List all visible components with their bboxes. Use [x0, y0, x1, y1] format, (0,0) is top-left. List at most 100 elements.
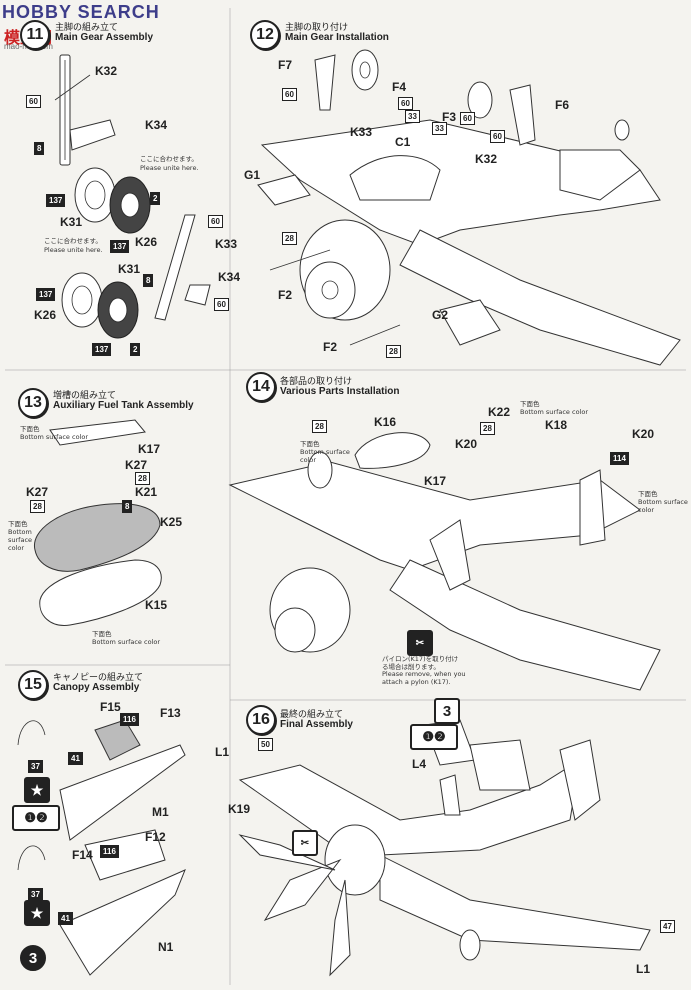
gear-leg-upper [54, 54, 116, 166]
part-label-c1: C1 [395, 135, 411, 149]
paint-code-60: 60 [26, 95, 41, 108]
bottom-color-jp: 下面色 [92, 630, 112, 638]
step-11-number: 11 [20, 20, 50, 50]
paint-code-60: 60 [398, 97, 413, 110]
wheel-f6 [467, 81, 630, 146]
part-label-k33: K33 [350, 125, 373, 139]
bottom-color-jp: 下面色 [520, 400, 540, 408]
paint-code-116: 116 [120, 713, 139, 726]
symbol-3: 3 [434, 698, 460, 724]
bottom-color-en: Bottom surface color [92, 638, 161, 646]
cut-instruction-icon: ✂ [292, 830, 318, 856]
step-14-title-en: Various Parts Installation [280, 386, 400, 397]
bottom-color-en: Bottom surface color [638, 498, 688, 514]
align-note-en: Please unite here. [44, 246, 103, 254]
paint-code-8: 8 [34, 142, 45, 155]
paint-code-28: 28 [480, 422, 495, 435]
align-note-jp: ここに合わせます。 [44, 237, 102, 245]
part-label-g1: G1 [244, 168, 261, 182]
part-label-f3: F3 [442, 110, 457, 124]
bottom-color-jp: 下面色 [8, 520, 28, 528]
bottom-color-jp: 下面色 [20, 425, 40, 433]
gear-leg-lower [154, 214, 211, 321]
step-14-title-jp: 各部品の取り付け [280, 377, 353, 387]
part-label-k31: K31 [60, 215, 83, 229]
step-14-number: 14 [246, 372, 276, 402]
watermark-brand: HOBBY SEARCH [2, 2, 160, 22]
part-label-k32: K32 [95, 64, 118, 78]
part-label-k25: K25 [160, 515, 183, 529]
part-label-k26: K26 [34, 308, 57, 322]
part-label-k17: K17 [138, 442, 161, 456]
paint-code-137: 137 [36, 288, 56, 301]
paint-code-116: 116 [100, 845, 119, 858]
part-label-k21: K21 [135, 485, 158, 499]
star-marking-icon: ★ [24, 900, 50, 926]
paint-code-137: 137 [110, 240, 130, 253]
canopy-parts [17, 719, 186, 976]
part-label-f2: F2 [323, 340, 338, 354]
part-label-k16: K16 [374, 415, 397, 429]
part-label-k27: K27 [26, 485, 49, 499]
paint-code-60: 60 [208, 215, 223, 228]
paint-code-2: 2 [150, 192, 161, 205]
paint-code-137: 137 [92, 343, 112, 356]
part-label-f7: F7 [278, 58, 293, 72]
part-label-k19: K19 [228, 802, 251, 816]
part-label-f6: F6 [555, 98, 570, 112]
paint-code-28: 28 [135, 472, 150, 485]
paint-code-33: 33 [405, 110, 420, 123]
paint-code-41: 41 [68, 752, 83, 765]
paint-code-33: 33 [432, 122, 447, 135]
part-label-f15: F15 [100, 700, 121, 714]
aircraft-step14 [228, 432, 661, 691]
pylon-note-en: Please remove, when you attach a pylon (… [382, 670, 466, 686]
paint-code-28: 28 [30, 500, 45, 513]
part-label-l1: L1 [215, 745, 230, 759]
step-16-title-en: Final Assembly [280, 719, 353, 730]
paint-code-47: 47 [660, 920, 675, 933]
step-13-title-en: Auxiliary Fuel Tank Assembly [53, 400, 194, 411]
wheel-upper [74, 167, 151, 234]
part-label-k27: K27 [125, 458, 148, 472]
part-label-m1: M1 [152, 805, 169, 819]
fuel-tank [34, 419, 162, 626]
part-label-f14: F14 [72, 848, 93, 862]
cut-instruction-icon: ✂ [407, 630, 433, 656]
step-15-title-jp: キャノピーの組み立て [53, 673, 144, 683]
bottom-color-jp: 下面色 [638, 490, 658, 498]
align-note-en: Please unite here. [140, 164, 199, 172]
part-label-n1: N1 [158, 940, 174, 954]
part-label-k15: K15 [145, 598, 168, 612]
wheel-lower [61, 272, 139, 339]
paint-code-50: 50 [258, 738, 273, 751]
part-label-k26: K26 [135, 235, 158, 249]
paint-code-28: 28 [282, 232, 297, 245]
step-13-title-jp: 増槽の組み立て [53, 391, 117, 401]
star-marking-icon: ★ [24, 777, 50, 803]
paint-code-2: 2 [130, 343, 141, 356]
step-11-title-jp: 主脚の組み立て [55, 23, 119, 33]
part-label-k22: K22 [488, 405, 511, 419]
step-15-title-en: Canopy Assembly [53, 682, 140, 693]
align-note-jp: ここに合わせます。 [140, 155, 198, 163]
bottom-color-en: Bottom surface color [8, 528, 33, 552]
part-label-g2: G2 [432, 308, 449, 322]
step-16-title-jp: 最終の組み立て [280, 710, 344, 720]
symbol-3: 3 [20, 945, 46, 971]
aircraft-step12 [257, 119, 681, 366]
paint-code-28: 28 [386, 345, 401, 358]
bottom-color-jp: 下面色 [300, 440, 320, 448]
paint-code-60: 60 [214, 298, 229, 311]
part-label-l4: L4 [412, 757, 427, 771]
paint-code-137: 137 [46, 194, 66, 207]
pylon-note-jp: パイロン(K17)を取り付ける場合は削ります。 [382, 655, 459, 671]
step-13-number: 13 [18, 388, 48, 418]
step-12-title-jp: 主脚の取り付け [285, 23, 349, 33]
part-label-k33: K33 [215, 237, 238, 251]
symbol-1-2: ❶❷ [12, 805, 60, 831]
wheel-f7 [314, 49, 379, 111]
paint-code-60: 60 [460, 112, 475, 125]
part-label-f12: F12 [145, 830, 166, 844]
